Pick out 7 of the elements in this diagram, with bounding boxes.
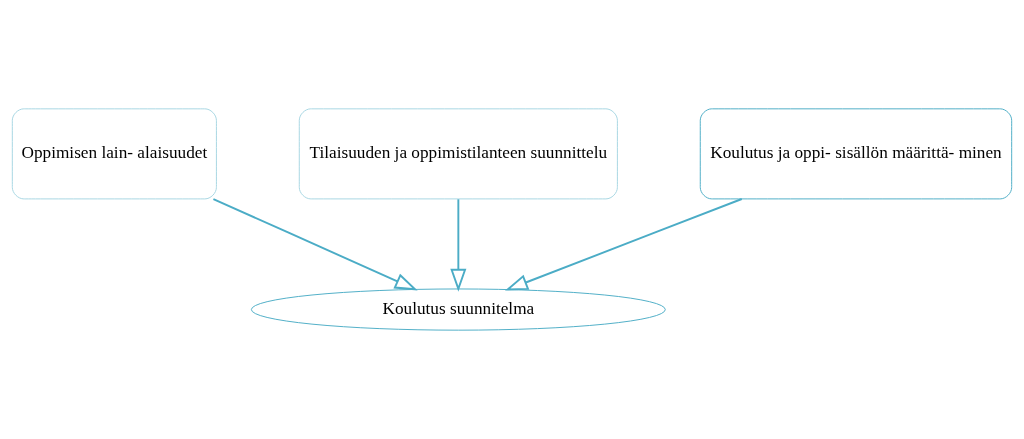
node-ellipse: Koulutus suunnitelma [250,288,666,331]
arrow [212,198,418,291]
arrow [450,198,467,292]
node-box: Tilaisuuden ja oppimistilanteen suunnittelu [298,108,618,200]
arrow [504,198,743,291]
node-box: Oppimisen lain- alaisuudet [11,108,217,200]
node-box: Koulutus ja oppi- sisällön määrittä- minen [699,108,1013,200]
